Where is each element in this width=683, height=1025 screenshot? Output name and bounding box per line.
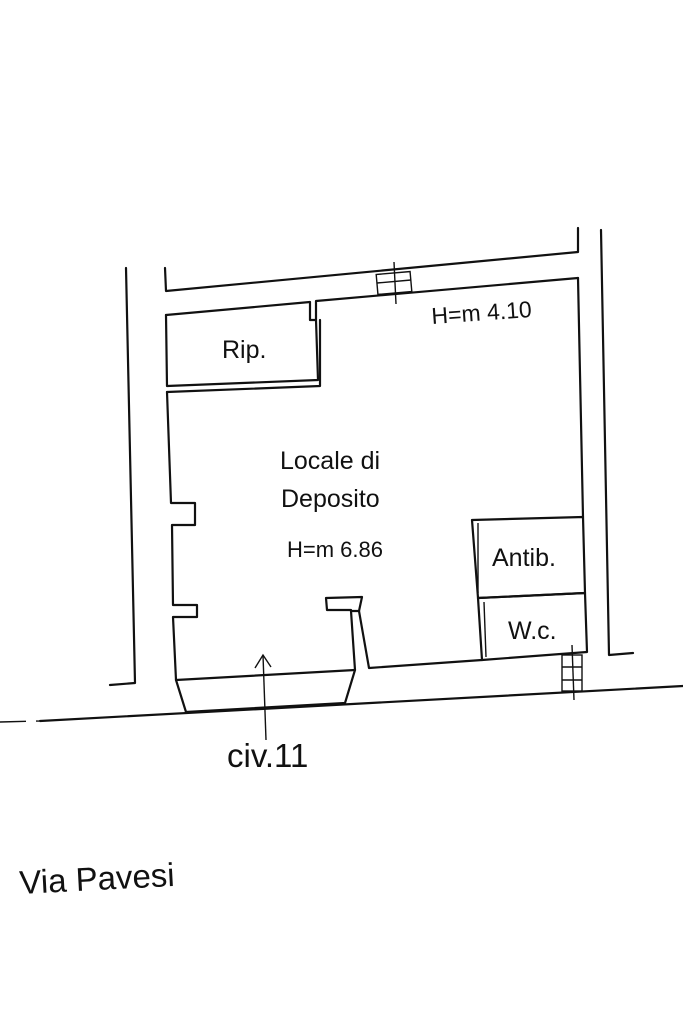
room-label-wc: W.c.	[508, 617, 557, 645]
entrance-arrow	[254, 653, 272, 741]
room-label-rip: Rip.	[222, 336, 266, 364]
wc-inner	[483, 601, 487, 658]
street-front-dash-left	[0, 720, 41, 723]
rip-room-walls	[164, 313, 320, 388]
top-window	[375, 261, 413, 305]
room-label-antib: Antib.	[492, 544, 556, 572]
right-neighbour-wall	[599, 228, 635, 657]
left-neighbour-wall	[108, 266, 137, 687]
room-label-storage-line2: Deposito	[281, 485, 380, 513]
wc-room-walls	[476, 591, 589, 662]
top-wall-inner	[164, 276, 580, 322]
rip-room-inner-wall	[165, 318, 322, 394]
room-height-storage: H=m 6.86	[287, 537, 383, 562]
civic-number-label: civ.11	[227, 737, 308, 774]
room-height-upper: H=m 4.10	[431, 296, 533, 329]
top-wall-outer	[163, 226, 580, 293]
bottom-wall	[174, 595, 364, 714]
street-front-line	[38, 684, 683, 723]
entrance-threshold	[174, 668, 357, 682]
bottom-wall-right	[357, 609, 484, 670]
room-label-storage-line1: Locale di	[280, 447, 380, 475]
main-room-left-wall	[165, 390, 199, 682]
main-room-right-wall	[576, 276, 585, 519]
wc-window	[561, 644, 583, 701]
street-name-label: Via Pavesi	[18, 856, 175, 901]
